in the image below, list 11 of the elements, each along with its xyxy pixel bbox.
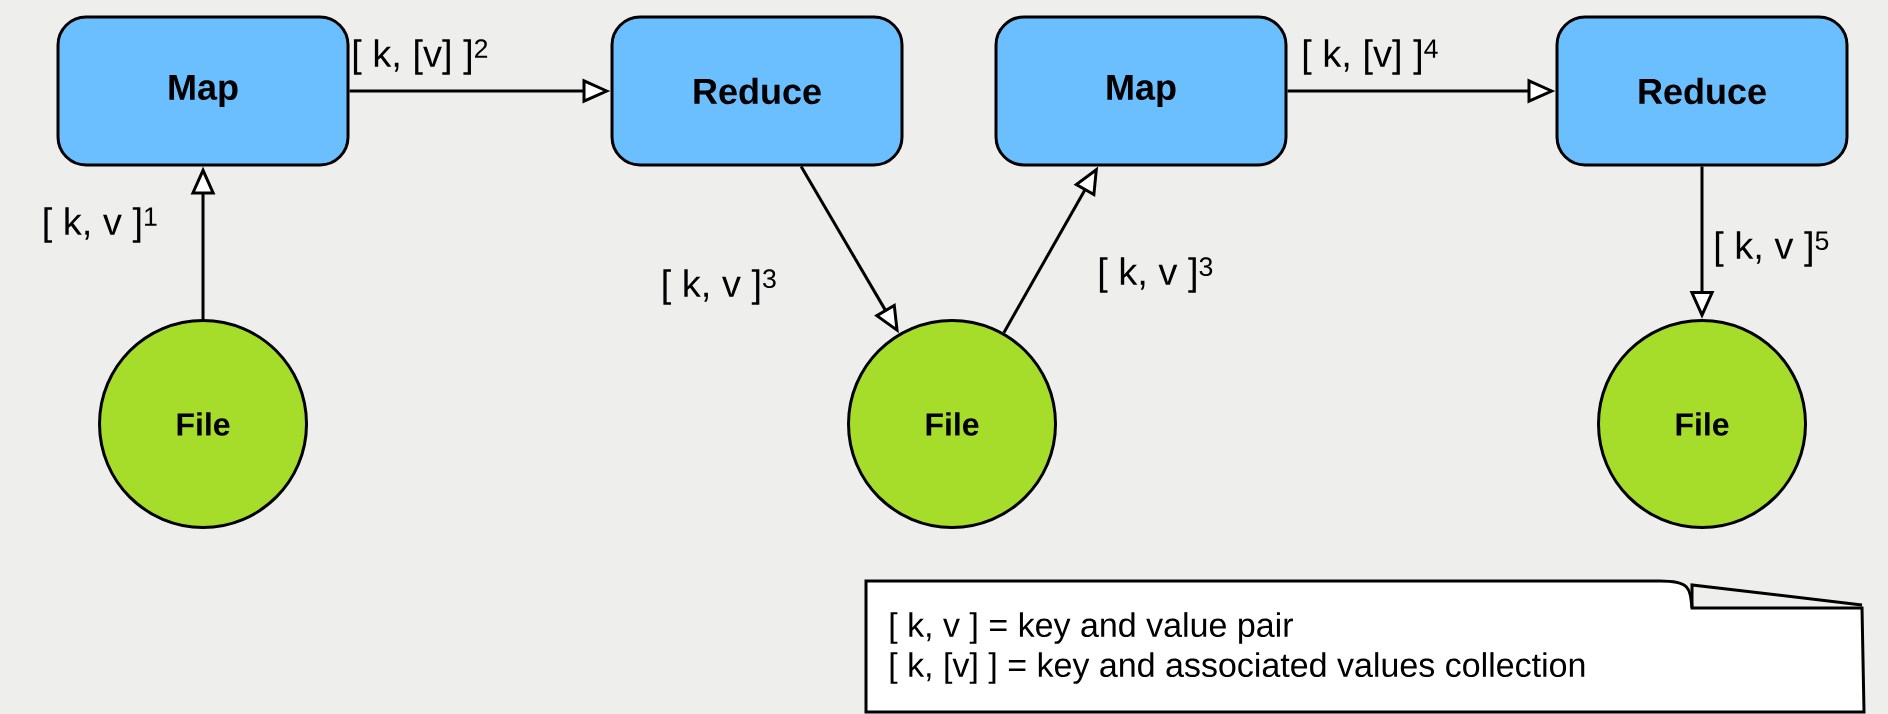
- edge-label: [ k, v ]$^{3}$: [663, 269, 776, 305]
- process-box: Map: [994, 15, 1288, 167]
- process-box: Reduce: [610, 15, 904, 167]
- edge-label: [ k, v ]$^{5}$: [1715, 231, 1829, 267]
- edge-label: [ k, v ]$^{3}$: [1099, 257, 1213, 293]
- edge-label: [ k, [v] ]$^{2}$: [353, 39, 488, 75]
- edge-label: [ k, v ]$^{1}$: [44, 207, 157, 243]
- note-box: [ k, v ] = key and value pair [ k, [v] ] = key and associated values collection: [864, 579, 1866, 714]
- edge-label: [ k, [v] ]$^{4}$: [1303, 39, 1438, 75]
- process-box: Reduce: [1555, 15, 1849, 167]
- process-box: Map: [56, 15, 350, 167]
